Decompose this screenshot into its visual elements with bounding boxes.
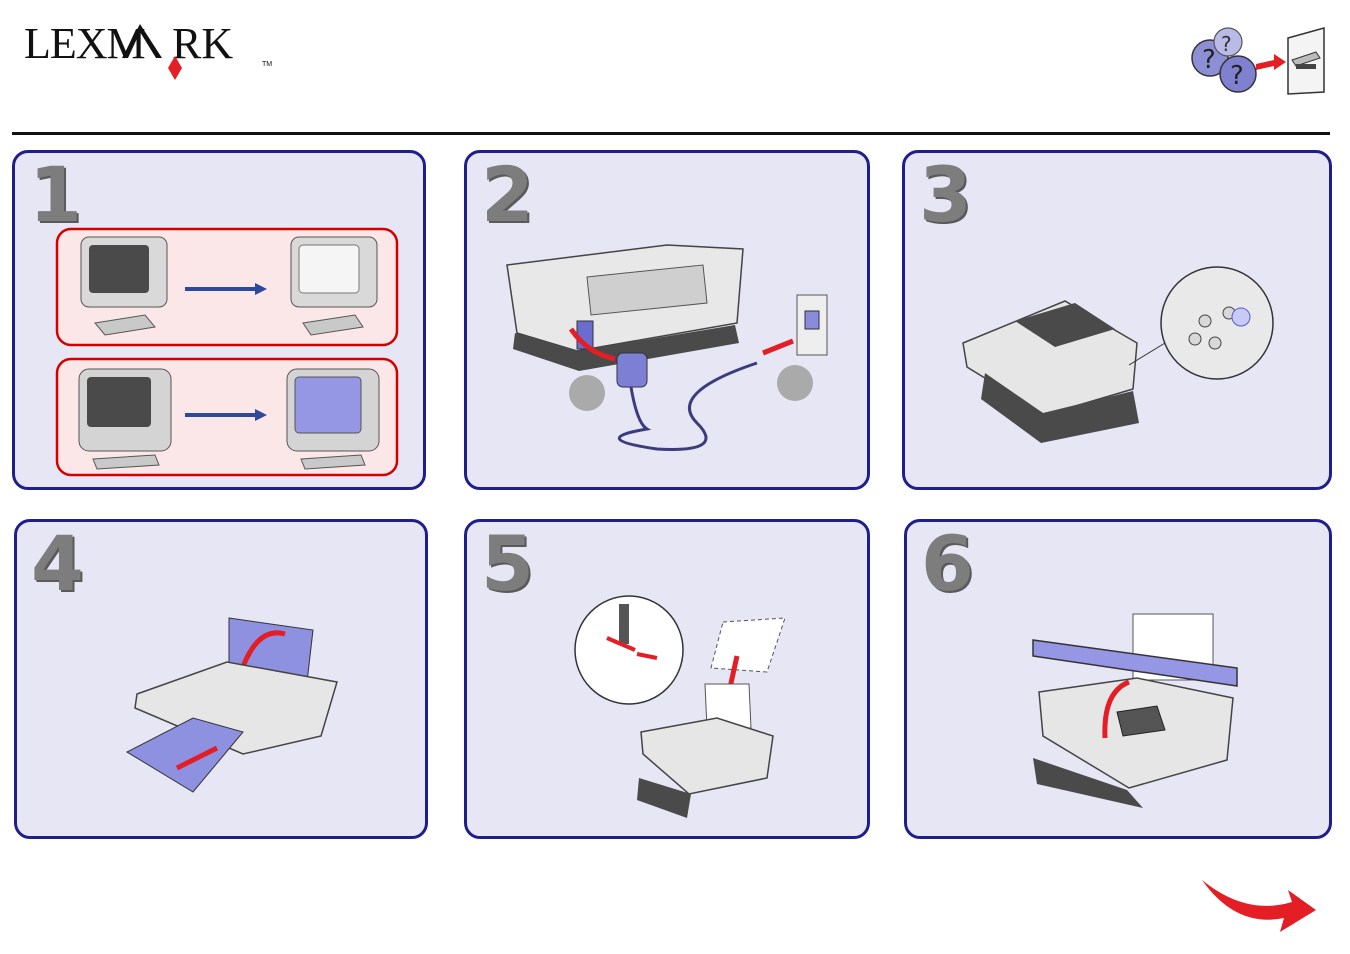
open-scanner-unit-illustration [907,522,1329,836]
lexmark-logo: LEXM RK TM [24,14,274,84]
step-4-panel: 4 [14,519,428,839]
header-divider [12,132,1330,135]
step-3-panel: 3 [902,150,1332,490]
power-cord-illustration [467,153,867,487]
power-button-illustration [905,153,1329,487]
step-5-panel: 5 [464,519,870,839]
svg-text:TM: TM [262,61,272,68]
svg-text:LEXM: LEXM [24,19,145,68]
svg-text:RK: RK [172,19,233,68]
next-page-arrow-icon[interactable] [1196,872,1320,936]
svg-text:?: ? [1202,45,1216,75]
load-paper-illustration [467,522,867,836]
step-1-panel: 1 [12,150,426,490]
paper-tray-illustration [17,522,425,836]
help-manual-icon[interactable]: ? ? ? [1188,24,1330,98]
computer-restart-illustration [15,153,423,487]
svg-text:?: ? [1221,32,1232,56]
step-6-panel: 6 [904,519,1332,839]
step-2-panel: 2 [464,150,870,490]
svg-text:?: ? [1230,61,1244,91]
